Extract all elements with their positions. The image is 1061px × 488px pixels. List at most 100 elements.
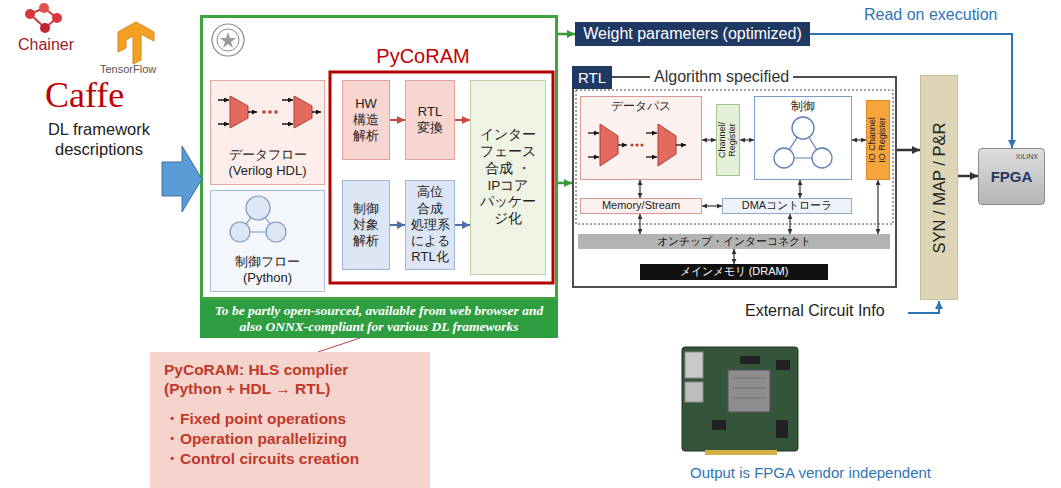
banner: To be partly open-sourced, available fro… bbox=[200, 300, 558, 338]
memory-box: Memory/Stream bbox=[580, 198, 702, 214]
node-label: IO Channel bbox=[868, 102, 878, 178]
connector bbox=[639, 214, 640, 234]
connector bbox=[702, 205, 722, 206]
edge-label: Read on execution bbox=[862, 6, 999, 24]
step-box: HW 構造 解析 bbox=[342, 80, 390, 160]
step-box: 制御 対象 解析 bbox=[342, 180, 390, 270]
seal-star bbox=[220, 32, 236, 48]
node-label: オンチップ・インターコネクト bbox=[657, 235, 811, 248]
connector bbox=[799, 180, 800, 198]
rtl-box: RTLAlgorithm specifiedデータパスChannel/ Regi… bbox=[572, 76, 897, 288]
vendor-mark: XILINX bbox=[1016, 153, 1038, 160]
logo-line bbox=[30, 14, 45, 28]
pipe-arrow bbox=[618, 144, 627, 145]
label-box: DL framework descriptions bbox=[40, 120, 158, 160]
synthesis-bar: SYN / MAP / P&R bbox=[920, 75, 958, 300]
label-box: Caffe bbox=[45, 76, 124, 116]
callout-title: PyCoRAM: HLS complier (Python + HDL → RT… bbox=[164, 360, 379, 399]
connector bbox=[897, 149, 920, 152]
board-ic bbox=[740, 356, 760, 364]
dma-box: DMAコントローラ bbox=[722, 198, 852, 214]
label-box: Read on execution bbox=[862, 6, 999, 24]
pipe-stage bbox=[230, 96, 248, 128]
logo-caption: Chainer bbox=[18, 36, 74, 54]
process-box: 制御フロー (Python) bbox=[210, 190, 325, 292]
logo-line bbox=[30, 8, 44, 14]
pipe-arrow bbox=[282, 123, 293, 125]
pipe-dot bbox=[630, 143, 633, 146]
connector bbox=[455, 119, 470, 121]
bullet-item: ・Fixed point operations bbox=[164, 409, 346, 429]
input-caption: DL framework descriptions bbox=[40, 120, 158, 160]
tensorflow-logo bbox=[118, 22, 154, 64]
control-fsm bbox=[774, 117, 832, 168]
board-chip bbox=[728, 370, 770, 412]
node-label: インター フェース 合成 ・ IPコア パッケー ジ化 bbox=[473, 127, 543, 228]
connector bbox=[390, 119, 405, 121]
bullet-item: ・Control circuits creation bbox=[164, 449, 359, 469]
node-label: 高位 合成 処理系 による RTL化 bbox=[408, 184, 452, 265]
process-box: データフロー (Verilog HDL) bbox=[210, 80, 325, 185]
node-label: SYN / MAP / P&R bbox=[930, 80, 948, 295]
input-caption: External Circuit Info bbox=[745, 302, 885, 320]
label-box: Chainer bbox=[18, 36, 74, 54]
graph-edge bbox=[803, 128, 822, 158]
logo-line bbox=[44, 8, 57, 18]
logo-dot bbox=[39, 3, 49, 13]
compiler-frame bbox=[330, 72, 553, 283]
bullet-item: ・Operation parallelizing bbox=[164, 429, 347, 449]
state-circle bbox=[774, 148, 794, 168]
pipe-dot bbox=[640, 143, 643, 146]
heatsink-fin bbox=[732, 398, 766, 399]
seal-ring bbox=[212, 24, 244, 56]
board-port bbox=[685, 382, 703, 402]
pipe-stage bbox=[658, 124, 676, 166]
pipe-arrow bbox=[676, 144, 686, 145]
control-box: 制御 bbox=[754, 96, 852, 180]
graph-edge bbox=[258, 208, 276, 232]
node-label: Weight parameters (optimized) bbox=[583, 25, 801, 43]
state-circle bbox=[266, 222, 286, 242]
step-box: インター フェース 合成 ・ IPコア パッケー ジ化 bbox=[470, 80, 546, 275]
state-circle bbox=[812, 148, 832, 168]
connector bbox=[789, 214, 790, 234]
logo-dot bbox=[40, 23, 50, 33]
pipe-arrow bbox=[218, 123, 229, 125]
logo-caption: TensorFlow bbox=[100, 63, 156, 75]
io-box: IO ChannelIO Register bbox=[866, 100, 890, 180]
dataflow-pipeline bbox=[218, 96, 321, 128]
pipe-arrow bbox=[646, 132, 657, 133]
graph-edge bbox=[784, 157, 822, 158]
group-title: PyCoRAM bbox=[368, 45, 478, 68]
pipe-arrow bbox=[588, 132, 599, 133]
dram-bar: メインメモリ (DRAM) bbox=[640, 264, 828, 280]
board-port bbox=[685, 352, 703, 378]
pipe-arrow bbox=[282, 99, 293, 101]
connector bbox=[852, 139, 866, 140]
node-label: 制御フロー (Python) bbox=[218, 254, 318, 287]
connector bbox=[702, 139, 716, 140]
interconnect-bar: オンチップ・インターコネクト bbox=[578, 234, 890, 249]
graph-edge bbox=[240, 208, 258, 232]
pipe-arrow bbox=[312, 111, 321, 113]
state-circle bbox=[246, 196, 270, 220]
node-label: Channel/ Register bbox=[718, 106, 738, 174]
node-label: DMAコントローラ bbox=[742, 199, 832, 212]
board-ic bbox=[712, 420, 726, 430]
input-arrow bbox=[162, 146, 202, 212]
node-label: データパス bbox=[611, 99, 671, 114]
info-arrow bbox=[908, 301, 939, 313]
board-ic bbox=[776, 360, 790, 370]
framework-name: Caffe bbox=[45, 76, 124, 116]
board-connector bbox=[705, 450, 777, 455]
connector bbox=[740, 139, 754, 140]
label-box: External Circuit Info bbox=[745, 302, 885, 320]
connector bbox=[558, 33, 575, 36]
connector bbox=[958, 175, 978, 178]
label-box: TensorFlow bbox=[100, 63, 156, 75]
rotated-label: SYN / MAP / P&R bbox=[930, 80, 948, 295]
pipe-arrow bbox=[248, 111, 257, 113]
connector bbox=[455, 224, 470, 226]
graph-edge bbox=[240, 231, 276, 232]
